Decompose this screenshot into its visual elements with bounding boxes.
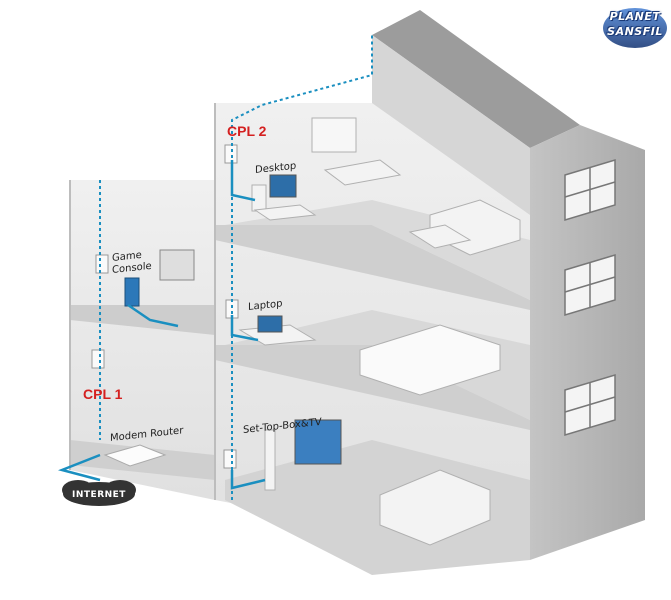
planet-sansfil-logo: PLANET SANSFIL xyxy=(604,8,666,44)
window-middle xyxy=(564,253,616,317)
speaker-left xyxy=(264,429,276,491)
wire-game xyxy=(127,303,179,328)
floor-slab-1 xyxy=(215,225,530,310)
modem-router-device xyxy=(103,444,167,467)
wire-laptop xyxy=(230,315,259,342)
cpl1-label: CPL 1 xyxy=(83,386,123,402)
cpl1-adapter xyxy=(91,349,105,369)
desk-top xyxy=(253,204,317,221)
internet-cloud-shape xyxy=(62,480,136,506)
floor-slab-2 xyxy=(215,345,530,430)
window-bottom xyxy=(564,373,616,437)
left-floor-upper xyxy=(70,305,215,335)
powerline-wiring xyxy=(57,35,373,500)
desktop-monitor xyxy=(269,174,297,198)
wire-desktop xyxy=(230,160,256,202)
tv-screen xyxy=(294,419,342,465)
game-tv xyxy=(159,249,195,281)
logo-line1: PLANET xyxy=(609,10,661,23)
internet-cloud: INTERNET xyxy=(62,480,136,508)
wire-internet xyxy=(57,453,101,482)
game-adapter xyxy=(95,254,109,274)
laptop-screen xyxy=(257,315,283,333)
wall-picture xyxy=(311,117,357,153)
furniture xyxy=(91,117,521,546)
desktop-tower xyxy=(251,184,267,212)
sofa-lower xyxy=(379,469,491,546)
tower-side-wall xyxy=(530,125,645,560)
logo-line2: SANSFIL xyxy=(607,25,663,38)
tv-adapter xyxy=(223,449,237,469)
bed xyxy=(359,324,501,396)
floor-room-3 xyxy=(225,440,530,575)
game-console-box xyxy=(124,277,140,307)
tower-roof xyxy=(372,10,580,148)
wire-tv xyxy=(230,470,266,490)
coffee-table xyxy=(408,224,472,249)
upper-desk xyxy=(323,159,402,186)
internet-label: INTERNET xyxy=(72,490,126,500)
cpl2-label: CPL 2 xyxy=(227,123,267,139)
logo-globe xyxy=(603,8,667,48)
wire-middle-vertical xyxy=(231,35,373,500)
window-top xyxy=(564,158,616,222)
